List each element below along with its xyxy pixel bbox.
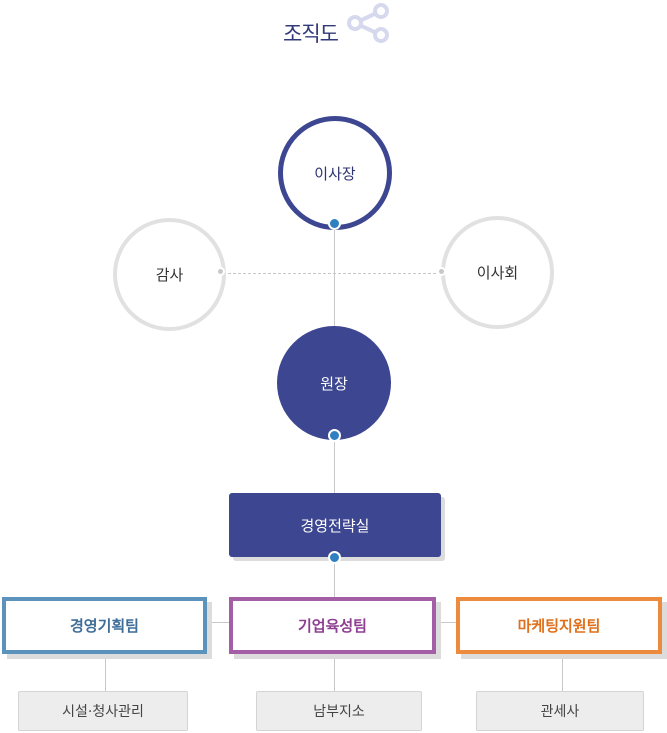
subunit-customs-broker: 관세사 [476,691,644,731]
page-title-group: 조직도 [283,18,339,48]
director-node: 원장 [277,326,391,440]
board-node: 이사회 [441,216,554,329]
subunit-facility: 시설·청사관리 [18,691,188,731]
connector-director-office [334,437,335,495]
board-label: 이사회 [476,264,519,282]
team-label: 기업육성팀 [297,617,367,635]
chairman-label: 이사장 [314,164,356,183]
team-label: 마케팅지원팀 [517,617,601,635]
team-label: 경영기획팀 [69,617,139,635]
team-marketing-support: 마케팅지원팀 [456,597,662,654]
connector-team1-sub [105,653,106,691]
page-title: 조직도 [283,22,339,46]
subunit-label: 관세사 [540,704,580,720]
chairman-node: 이사장 [278,116,392,230]
connector-office-teams [334,560,335,600]
connector-team2-sub [334,653,335,691]
connector-dot [328,551,341,564]
director-label: 원장 [320,374,348,393]
subunit-label: 남부지소 [313,704,365,720]
connector-dot [437,267,446,276]
connector-chairman-director [334,224,335,334]
team-business-incubation: 기업육성팀 [229,597,436,654]
strategy-office-node: 경영전략실 [229,493,441,557]
connector-dot [216,267,225,276]
share-icon [347,3,389,43]
team-management-planning: 경영기획팀 [2,597,207,654]
auditor-label: 감사 [155,266,184,284]
connector-dot [328,217,341,230]
subunit-southern-branch: 남부지소 [256,691,422,731]
connector-auditor-board [223,273,446,274]
strategy-office-label: 경영전략실 [300,516,370,535]
subunit-label: 시설·청사관리 [62,704,144,720]
auditor-node: 감사 [113,218,226,331]
connector-dot [328,429,341,442]
connector-team3-sub [562,653,563,691]
